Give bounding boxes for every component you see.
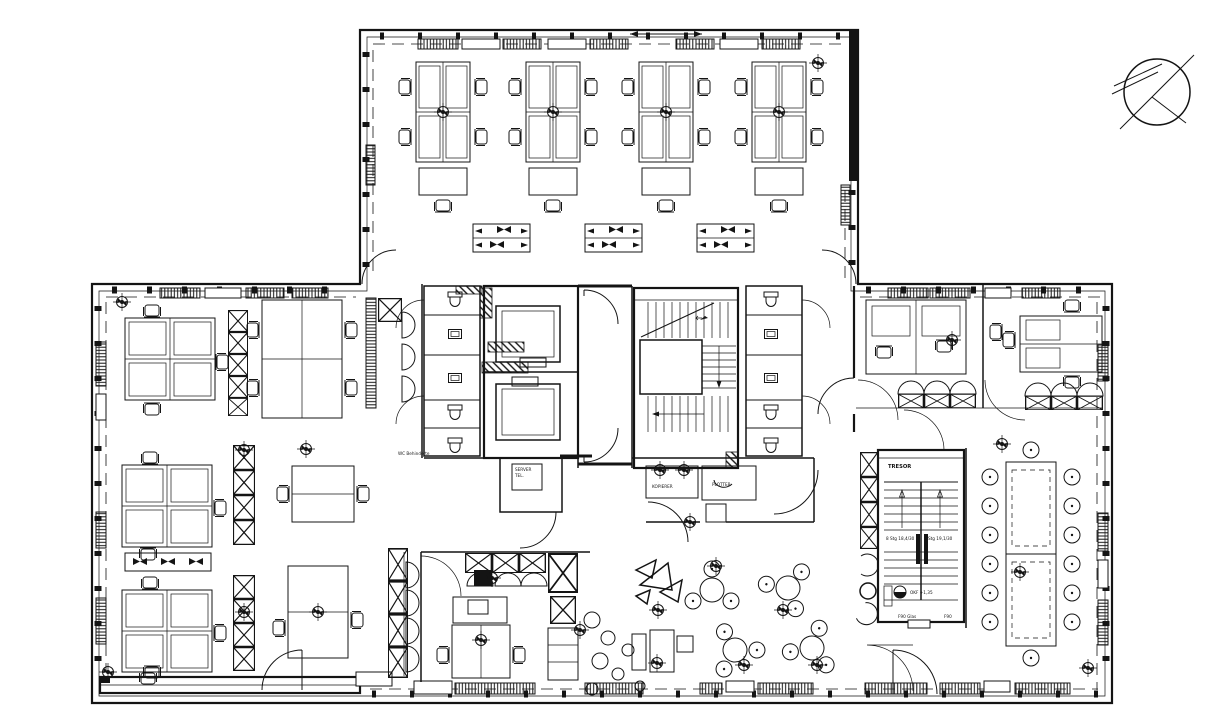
wardrobe [1024,382,1104,410]
vault-staircase: TRESOR 8 Stg 18,4/30 8 Stg 19,1/30 OKF +… [860,409,966,692]
wc-left: WC Behinderte [395,285,481,457]
door-arc [857,379,899,421]
shelf [547,627,579,681]
desk-pair [272,565,364,659]
door-arc [817,377,855,415]
wardrobe [897,380,977,408]
desk-cluster [621,61,711,213]
desk-cluster [121,576,227,685]
building-core: WC Behinderte [395,284,856,549]
lounge-table [697,611,768,680]
desk-cluster [121,451,227,561]
desk-pair [276,439,370,523]
door-arc [773,469,819,515]
door-arc [892,649,938,695]
firewall [849,31,858,181]
door-arc [361,249,397,285]
door-arc [903,409,945,451]
stair-treads [884,489,958,585]
bottom-left-solid-wall [98,671,393,695]
side-table [472,223,531,253]
server-label: SERVER [515,467,531,472]
fire-label: F90 [944,614,952,619]
printer-table [452,596,508,624]
sofa-corner [854,553,882,630]
door-arc [984,379,1026,421]
radiators [95,38,1109,695]
side-table [584,223,643,253]
shelf-column [860,452,878,549]
stair-treads [647,302,736,432]
main-staircase [632,286,740,470]
core-corridor [577,284,633,468]
wardrobe [365,297,416,409]
fire-glass-label: F90 Glas [898,614,916,619]
server-room: SERVER TEL. [499,457,563,549]
shelf-column [233,440,255,545]
plant [433,102,453,122]
vault-label: TRESOR [888,464,911,470]
left-office-zone [98,292,420,691]
meeting-room [965,434,1098,678]
building-outline [90,28,1114,705]
secretary-area [388,548,646,696]
wardrobe [403,552,420,676]
sculpture [634,558,684,620]
door-arc [420,555,462,597]
lounge-table [685,561,739,609]
desk-cluster [246,299,358,419]
lounge-table [755,548,827,619]
copier-label: KOPIERER [652,484,673,489]
office-chair [398,78,412,96]
printer [474,568,502,588]
desk-cluster [508,61,598,213]
door-arc [866,644,914,692]
door-arc [647,501,689,543]
open-office-wing [361,53,857,285]
desk-pair [436,624,526,679]
sink [448,329,462,339]
decor-stones [570,611,646,696]
right-office-zone [856,284,1104,421]
elevator-shafts [455,284,580,460]
desk-cluster [734,61,824,213]
sideboard [124,552,212,572]
door-arc [519,511,557,549]
wc-right [745,285,831,457]
level-label: OKF +1,35 [910,590,933,595]
desk-cluster [124,304,229,416]
entry-door [261,649,303,691]
desk-pair [865,299,967,375]
wc-label: WC Behinderte [398,451,430,456]
low-tables [631,629,694,673]
north-arrow [1111,54,1195,130]
lounge-area [631,548,938,695]
shelf-column [233,575,255,671]
plotter-label: PLOTTER [712,482,731,487]
side-table [696,223,755,253]
shelf-column [388,548,408,678]
desk-cluster [398,61,488,213]
shelf-column [228,310,248,416]
service-hall: KOPIERER PLOTTER [424,454,819,543]
stair-run-label: 8 Stg 18,4/30 [886,536,915,541]
door-arc [821,249,857,285]
dimension-arrow [630,31,702,37]
desk-pair [989,299,1103,389]
conference-table [1005,461,1057,647]
stair-run-label: 8 Stg 19,1/30 [924,536,953,541]
tel-label: TEL. [514,473,524,478]
